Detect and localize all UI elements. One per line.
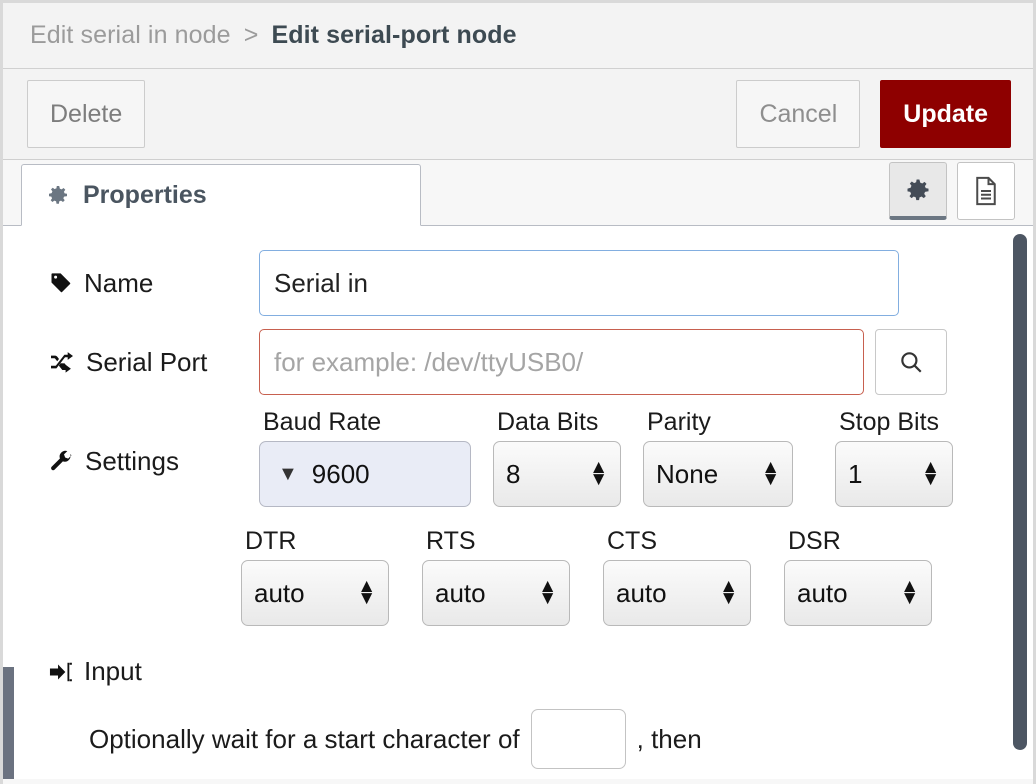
caption-stop-bits: Stop Bits [839,408,940,436]
label-settings-text: Settings [85,446,179,476]
parity-select[interactable]: None ▲▼ [643,441,793,507]
dtr-select[interactable]: auto ▲▼ [241,560,389,626]
field-rts: RTS auto ▲▼ [422,527,570,626]
gear-icon [46,183,70,207]
document-icon [973,176,999,206]
caption-data-bits: Data Bits [497,408,599,436]
label-name: Name [49,268,259,299]
tab-properties-label: Properties [83,180,207,209]
row-name: Name [3,250,1033,316]
spinner-arrows-icon: ▲▼ [538,576,557,609]
section-input-label: Input [84,656,142,686]
chevron-down-icon: ▼ [278,462,298,485]
data-bits-value: 8 [506,458,521,489]
cancel-button[interactable]: Cancel [736,80,861,148]
breadcrumb: Edit serial in node > Edit serial-port n… [30,21,517,50]
settings-controls: Baud Rate ▼ 9600 Data Bits 8 ▲▼ [259,408,1033,507]
delete-button[interactable]: Delete [27,80,146,148]
row-settings: Settings Baud Rate ▼ 9600 Data Bits [3,408,1033,507]
spinner-arrows-icon: ▲▼ [900,576,919,609]
dsr-value: auto [797,577,848,608]
baud-rate-combobox[interactable]: ▼ 9600 [259,441,471,507]
search-icon [898,349,924,375]
caption-parity: Parity [647,408,711,436]
rts-select[interactable]: auto ▲▼ [422,560,570,626]
wrench-icon [49,449,74,474]
random-icon [49,350,75,374]
label-settings: Settings [49,408,259,477]
caption-dtr: DTR [245,527,297,555]
start-character-text-after: , then [636,723,702,754]
dialog-body: Name Serial Port [3,226,1033,779]
spinner-arrows-icon: ▲▼ [719,576,738,609]
stop-bits-value: 1 [848,458,863,489]
spinner-arrows-icon: ▲▼ [761,457,780,490]
dialog-header: Edit serial in node > Edit serial-port n… [3,3,1033,69]
sign-in-icon [49,661,74,683]
label-serial-port: Serial Port [49,347,259,378]
rts-value: auto [435,577,486,608]
caption-cts: CTS [607,527,657,555]
tab-icon-group [889,162,1015,220]
caption-baud-rate: Baud Rate [263,408,382,436]
update-button[interactable]: Update [880,80,1011,148]
label-serial-port-text: Serial Port [86,346,208,377]
parity-value: None [656,458,719,489]
spinner-arrows-icon: ▲▼ [357,576,376,609]
row-serial-port: Serial Port [3,329,1033,395]
caption-dsr: DSR [788,527,841,555]
cts-select[interactable]: auto ▲▼ [603,560,751,626]
section-input: Input [3,656,1033,687]
field-data-bits: Data Bits 8 ▲▼ [493,408,621,507]
field-stop-bits: Stop Bits 1 ▲▼ [835,408,953,507]
breadcrumb-previous[interactable]: Edit serial in node [30,21,231,49]
start-character-row: Optionally wait for a start character of… [3,709,1033,769]
vertical-scrollbar-thumb[interactable] [1013,234,1027,750]
field-dsr: DSR auto ▲▼ [784,527,932,626]
breadcrumb-current: Edit serial-port node [271,21,517,49]
tab-bar: Properties [3,160,1033,226]
dtr-value: auto [254,577,305,608]
name-input[interactable] [259,250,899,316]
gear-icon-button[interactable] [889,162,947,220]
left-scroll-handle[interactable] [3,667,14,779]
spinner-arrows-icon: ▲▼ [921,457,940,490]
start-character-text-before: Optionally wait for a start character of [89,723,520,754]
tag-icon [49,271,73,295]
vertical-scrollbar[interactable] [1013,234,1027,764]
start-character-input[interactable] [530,709,626,769]
field-baud-rate: Baud Rate ▼ 9600 [259,408,471,507]
tab-properties[interactable]: Properties [21,164,421,226]
serial-port-search-button[interactable] [875,329,947,395]
settings-flow-control-row: DTR auto ▲▼ RTS auto ▲▼ CTS auto ▲▼ [3,527,1033,626]
label-name-text: Name [84,267,154,298]
gear-icon [904,176,932,204]
caption-rts: RTS [426,527,476,555]
document-icon-button[interactable] [957,162,1015,220]
cts-value: auto [616,577,667,608]
serial-port-input[interactable] [259,329,864,395]
breadcrumb-separator: > [243,21,259,49]
field-cts: CTS auto ▲▼ [603,527,751,626]
stop-bits-select[interactable]: 1 ▲▼ [835,441,953,507]
field-parity: Parity None ▲▼ [643,408,793,507]
dialog-button-bar: Delete Cancel Update [3,69,1033,160]
dsr-select[interactable]: auto ▲▼ [784,560,932,626]
spinner-arrows-icon: ▲▼ [589,457,608,490]
field-dtr: DTR auto ▲▼ [241,527,389,626]
data-bits-select[interactable]: 8 ▲▼ [493,441,621,507]
baud-rate-value: 9600 [311,458,370,489]
settings-primary-row: Baud Rate ▼ 9600 Data Bits 8 ▲▼ [259,408,1033,507]
